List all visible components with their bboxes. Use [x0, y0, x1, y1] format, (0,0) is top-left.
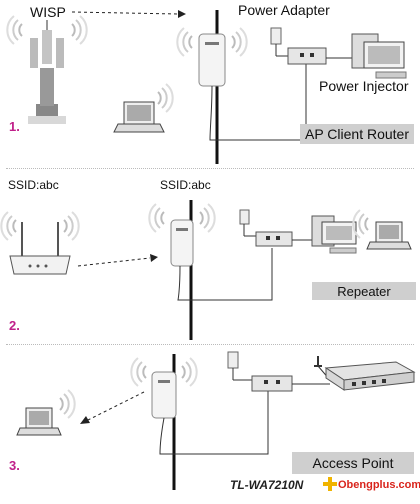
- signal-icon: [6, 15, 23, 45]
- mode-banner: Access Point: [292, 452, 414, 474]
- mode-title: AP Client Router: [304, 126, 409, 142]
- signal-icon: [176, 27, 193, 57]
- wireless-router-icon: [9, 222, 71, 275]
- cpe-device-icon: [170, 200, 194, 340]
- scene-number: 1.: [9, 119, 20, 134]
- power-injector-icon: [287, 47, 327, 65]
- signal-icon: [148, 203, 165, 233]
- section-divider: [6, 168, 414, 169]
- signal-icon: [199, 203, 216, 233]
- ssid-label: SSID:abc: [160, 178, 211, 192]
- signal-icon: [63, 211, 80, 241]
- laptop-icon: [366, 221, 412, 250]
- cpe-device-icon: [151, 354, 177, 490]
- laptop-icon: [16, 407, 62, 436]
- mode-title: Access Point: [312, 455, 394, 471]
- signal-icon: [130, 357, 147, 387]
- desktop-computer-icon: [311, 215, 357, 254]
- signal-icon: [59, 389, 76, 419]
- scene-number: 3.: [9, 458, 20, 473]
- power-injector-label: Power Injector: [319, 78, 409, 94]
- power-adapter-label: Power Adapter: [238, 2, 330, 18]
- signal-icon: [71, 15, 88, 45]
- mode-banner: Repeater: [312, 282, 416, 300]
- laptop-icon: [113, 101, 165, 133]
- wireless-link: [71, 11, 179, 15]
- model-name: TL-WA7210N: [230, 478, 304, 492]
- wisp-tower-icon: [28, 20, 66, 124]
- signal-icon: [157, 83, 174, 113]
- signal-icon: [231, 27, 248, 57]
- obengplus-logo-icon: [323, 477, 337, 491]
- mode-banner: AP Client Router: [300, 124, 414, 144]
- power-injector-icon: [251, 375, 293, 392]
- site-name: Obengplus.com: [338, 479, 420, 491]
- ssid-label: SSID:abc: [8, 178, 59, 192]
- section-divider: [6, 344, 414, 345]
- ethernet-switch-icon: [324, 361, 416, 391]
- power-adapter-icon: [227, 351, 252, 381]
- mode-title: Repeater: [337, 283, 391, 299]
- wisp-label: WISP: [30, 4, 66, 20]
- signal-icon: [0, 211, 17, 241]
- desktop-computer-icon: [351, 33, 407, 79]
- wireless-link: [87, 391, 145, 421]
- power-adapter-icon: [239, 209, 258, 237]
- scene-number: 2.: [9, 318, 20, 333]
- wireless-link: [77, 257, 151, 267]
- power-injector-icon: [255, 231, 293, 247]
- cpe-device-icon: [198, 10, 226, 164]
- signal-icon: [181, 357, 198, 387]
